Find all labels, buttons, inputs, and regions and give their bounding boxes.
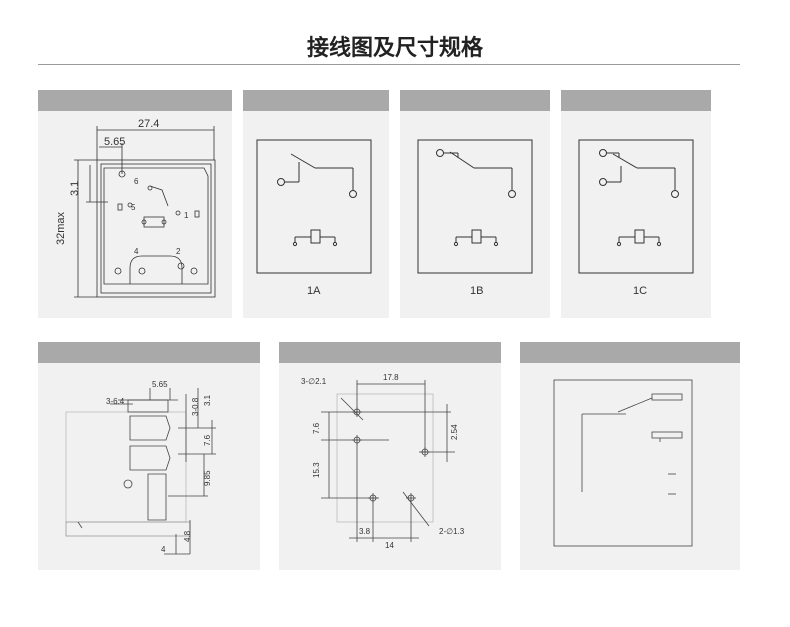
- panel-contact-1b: 1B: [400, 90, 550, 318]
- dim-height: 32max: [55, 211, 67, 245]
- side-view-drawing: 5.65 3-6.4 3-0.8 3.1 7.6 9.85 4 4.8: [65, 380, 216, 555]
- pcb-hole-4: [368, 493, 378, 503]
- side-dim-5-65: 5.65: [152, 380, 168, 389]
- side-dim-4-8: 4.8: [183, 530, 192, 542]
- pin-label-6: 6: [134, 177, 139, 186]
- pcb-dim-15-3: 15.3: [312, 462, 321, 478]
- panel-header-bar: [243, 90, 389, 111]
- relay-body-outer: [96, 159, 216, 298]
- title-divider: [38, 64, 740, 65]
- panel-outline: 27.4 5.65 32max 3.1 6 5 1 4 2: [38, 90, 232, 318]
- pcb-dim-17-8: 17.8: [383, 373, 399, 382]
- pcb-layout-drawing: 3-∅2.1 17.8 7.6 2.54 15.3 3.8 14 2-∅1.3: [301, 373, 465, 550]
- contact-label-1c: 1C: [633, 285, 647, 297]
- panel-contact-schematic: [520, 342, 740, 570]
- contact-label-1a: 1A: [307, 285, 321, 297]
- contact-1a-diagram: 1A: [256, 139, 372, 297]
- outline-drawing: 27.4 5.65 32max 3.1 6 5 1 4 2: [55, 118, 216, 298]
- side-dim-7-6: 7.6: [203, 434, 212, 446]
- dim-inner: 5.65: [104, 136, 125, 148]
- dim-side: 3.1: [69, 181, 81, 196]
- side-dim-3-1: 3.1: [203, 394, 212, 406]
- panel-header-bar: [38, 342, 260, 363]
- panel-header-bar: [38, 90, 232, 111]
- contact-1b-diagram: 1B: [417, 139, 533, 297]
- panel-header-bar: [561, 90, 711, 111]
- relay-body-inner: [100, 163, 212, 294]
- panel-side-view: 5.65 3-6.4 3-0.8 3.1 7.6 9.85 4 4.8: [38, 342, 260, 570]
- pcb-dim-hole-small: 2-∅1.3: [439, 527, 465, 536]
- side-dim-4: 4: [161, 545, 166, 554]
- panel-header-bar: [400, 90, 550, 111]
- pcb-dim-7-6: 7.6: [312, 422, 321, 434]
- pcb-hole-5: [406, 493, 416, 503]
- side-dim-3-6-4: 3-6.4: [106, 397, 125, 406]
- panel-contact-1a: 1A: [243, 90, 389, 318]
- side-dim-3-0-8: 3-0.8: [191, 397, 200, 416]
- page-title: 接线图及尺寸规格: [306, 36, 483, 61]
- contact-schematic-drawing: [553, 379, 693, 547]
- pin-label-2: 2: [176, 247, 181, 256]
- panel-contact-1c: 1C: [561, 90, 711, 318]
- pcb-dim-3-8: 3.8: [359, 527, 371, 536]
- contact-1c-diagram: 1C: [578, 139, 694, 297]
- pcb-hole-3: [420, 447, 430, 457]
- panel-header-bar: [279, 342, 501, 363]
- panel-header-bar: [520, 342, 740, 363]
- pcb-dim-hole-large: 3-∅2.1: [301, 377, 327, 386]
- pcb-dim-14: 14: [385, 541, 394, 550]
- contact-label-1b: 1B: [470, 285, 483, 297]
- panel-pcb-layout: 3-∅2.1 17.8 7.6 2.54 15.3 3.8 14 2-∅1.3: [279, 342, 501, 570]
- pcb-dim-2-54: 2.54: [450, 424, 459, 440]
- pin-label-4: 4: [134, 247, 139, 256]
- pcb-hole-2: [352, 435, 362, 445]
- dim-width: 27.4: [138, 118, 159, 130]
- pin-label-5: 5: [131, 203, 136, 212]
- pcb-hole-1: [352, 407, 362, 417]
- side-dim-9-85: 9.85: [203, 470, 212, 486]
- pin-label-1: 1: [184, 211, 189, 220]
